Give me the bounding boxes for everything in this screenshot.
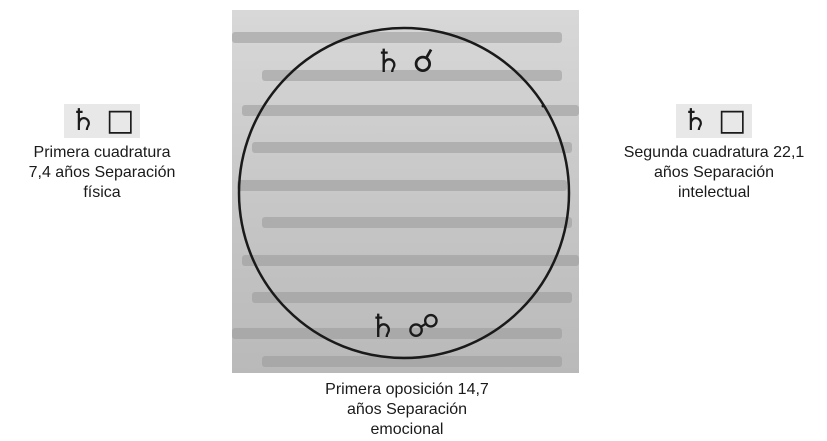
second-square-aspect: ♄ □ Segunda cuadratura 22,1 años Separac… (604, 104, 824, 203)
caption-line-3: intelectual (677, 184, 751, 201)
caption-line-2: años Separación (653, 164, 775, 181)
first-square-aspect: ♄ □ Primera cuadratura 7,4 años Separaci… (2, 104, 202, 203)
bottom-symbols: ♄ ☍ (368, 307, 439, 345)
caption-line-1: Primera oposición 14,7 (325, 381, 489, 398)
caption-line-1: Segunda cuadratura 22,1 (623, 144, 805, 161)
caption-line-2: años Separación (346, 401, 468, 418)
caption-line-3: emocional (370, 421, 444, 438)
caption-line-2: 7,4 años Separación (28, 164, 176, 181)
background-photo: ♄ ☌ ♄ ☍ (232, 10, 579, 373)
center-dot (541, 104, 545, 108)
saturn-square-icon: ♄ □ (675, 104, 753, 138)
top-symbols: ♄ ☌ (374, 42, 434, 80)
caption-line-3: física (83, 184, 121, 201)
cycle-circle (237, 26, 571, 360)
caption-line-1: Primera cuadratura (33, 144, 171, 161)
opposition-label: Primera oposición 14,7 años Separación e… (300, 380, 514, 440)
saturn-square-icon: ♄ □ (63, 104, 141, 138)
cycle-diagram: ♄ ☌ ♄ ☍ (232, 26, 579, 367)
